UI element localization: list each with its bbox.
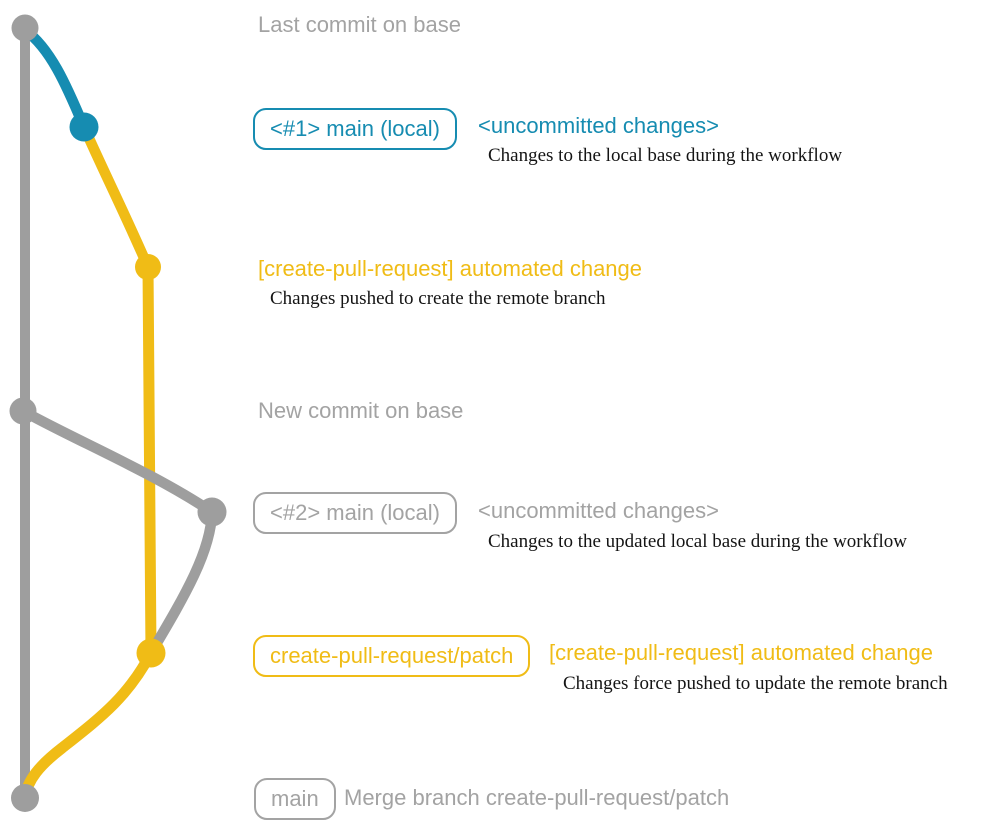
branch-main-local-2-out (17, 405, 218, 518)
branch-patch-line (142, 261, 157, 659)
branch-label-create-pull-request-patch: create-pull-request/patch (253, 635, 531, 677)
caption-new-commit-on-base: New commit on base (258, 398, 464, 423)
branch-patch-curve-top (78, 121, 154, 273)
commit-title-uncommitted-changes-2: <uncommitted changes> (478, 498, 719, 523)
branch-label-main-local-1: <#1> main (local) (253, 108, 457, 150)
commit-dot-new-commit-on-base (9, 397, 37, 425)
branch-label-main: main (254, 778, 336, 820)
commit-dot-uncommitted-changes-2 (197, 497, 227, 527)
commit-desc-automated-change-2: Changes force pushed to update the remot… (563, 673, 948, 694)
commit-desc-automated-change-1: Changes pushed to create the remote bran… (270, 288, 606, 309)
branch-label-main-local-2: <#2> main (local) (253, 492, 457, 534)
commit-dot-uncommitted-changes-1 (69, 112, 99, 142)
commit-dot-merge-branch (11, 784, 39, 812)
commit-desc-uncommitted-changes-2: Changes to the updated local base during… (488, 531, 907, 552)
commit-title-uncommitted-changes-1: <uncommitted changes> (478, 113, 719, 138)
commit-dot-automated-change-2 (136, 638, 166, 668)
branch-main-local-2-in (145, 506, 218, 659)
caption-last-commit-on-base: Last commit on base (258, 12, 461, 37)
branch-merge-curve (19, 647, 157, 804)
commit-title-automated-change-1: [create-pull-request] automated change (258, 256, 643, 281)
commit-title-merge-branch: Merge branch create-pull-request/patch (344, 785, 730, 810)
commit-dot-last-commit-on-base (11, 14, 39, 42)
commit-title-automated-change-2: [create-pull-request] automated change (549, 640, 934, 665)
commit-desc-uncommitted-changes-1: Changes to the local base during the wor… (488, 145, 843, 166)
branch-main-local-1-curve (19, 24, 90, 133)
commit-dot-automated-change-1 (135, 254, 161, 280)
